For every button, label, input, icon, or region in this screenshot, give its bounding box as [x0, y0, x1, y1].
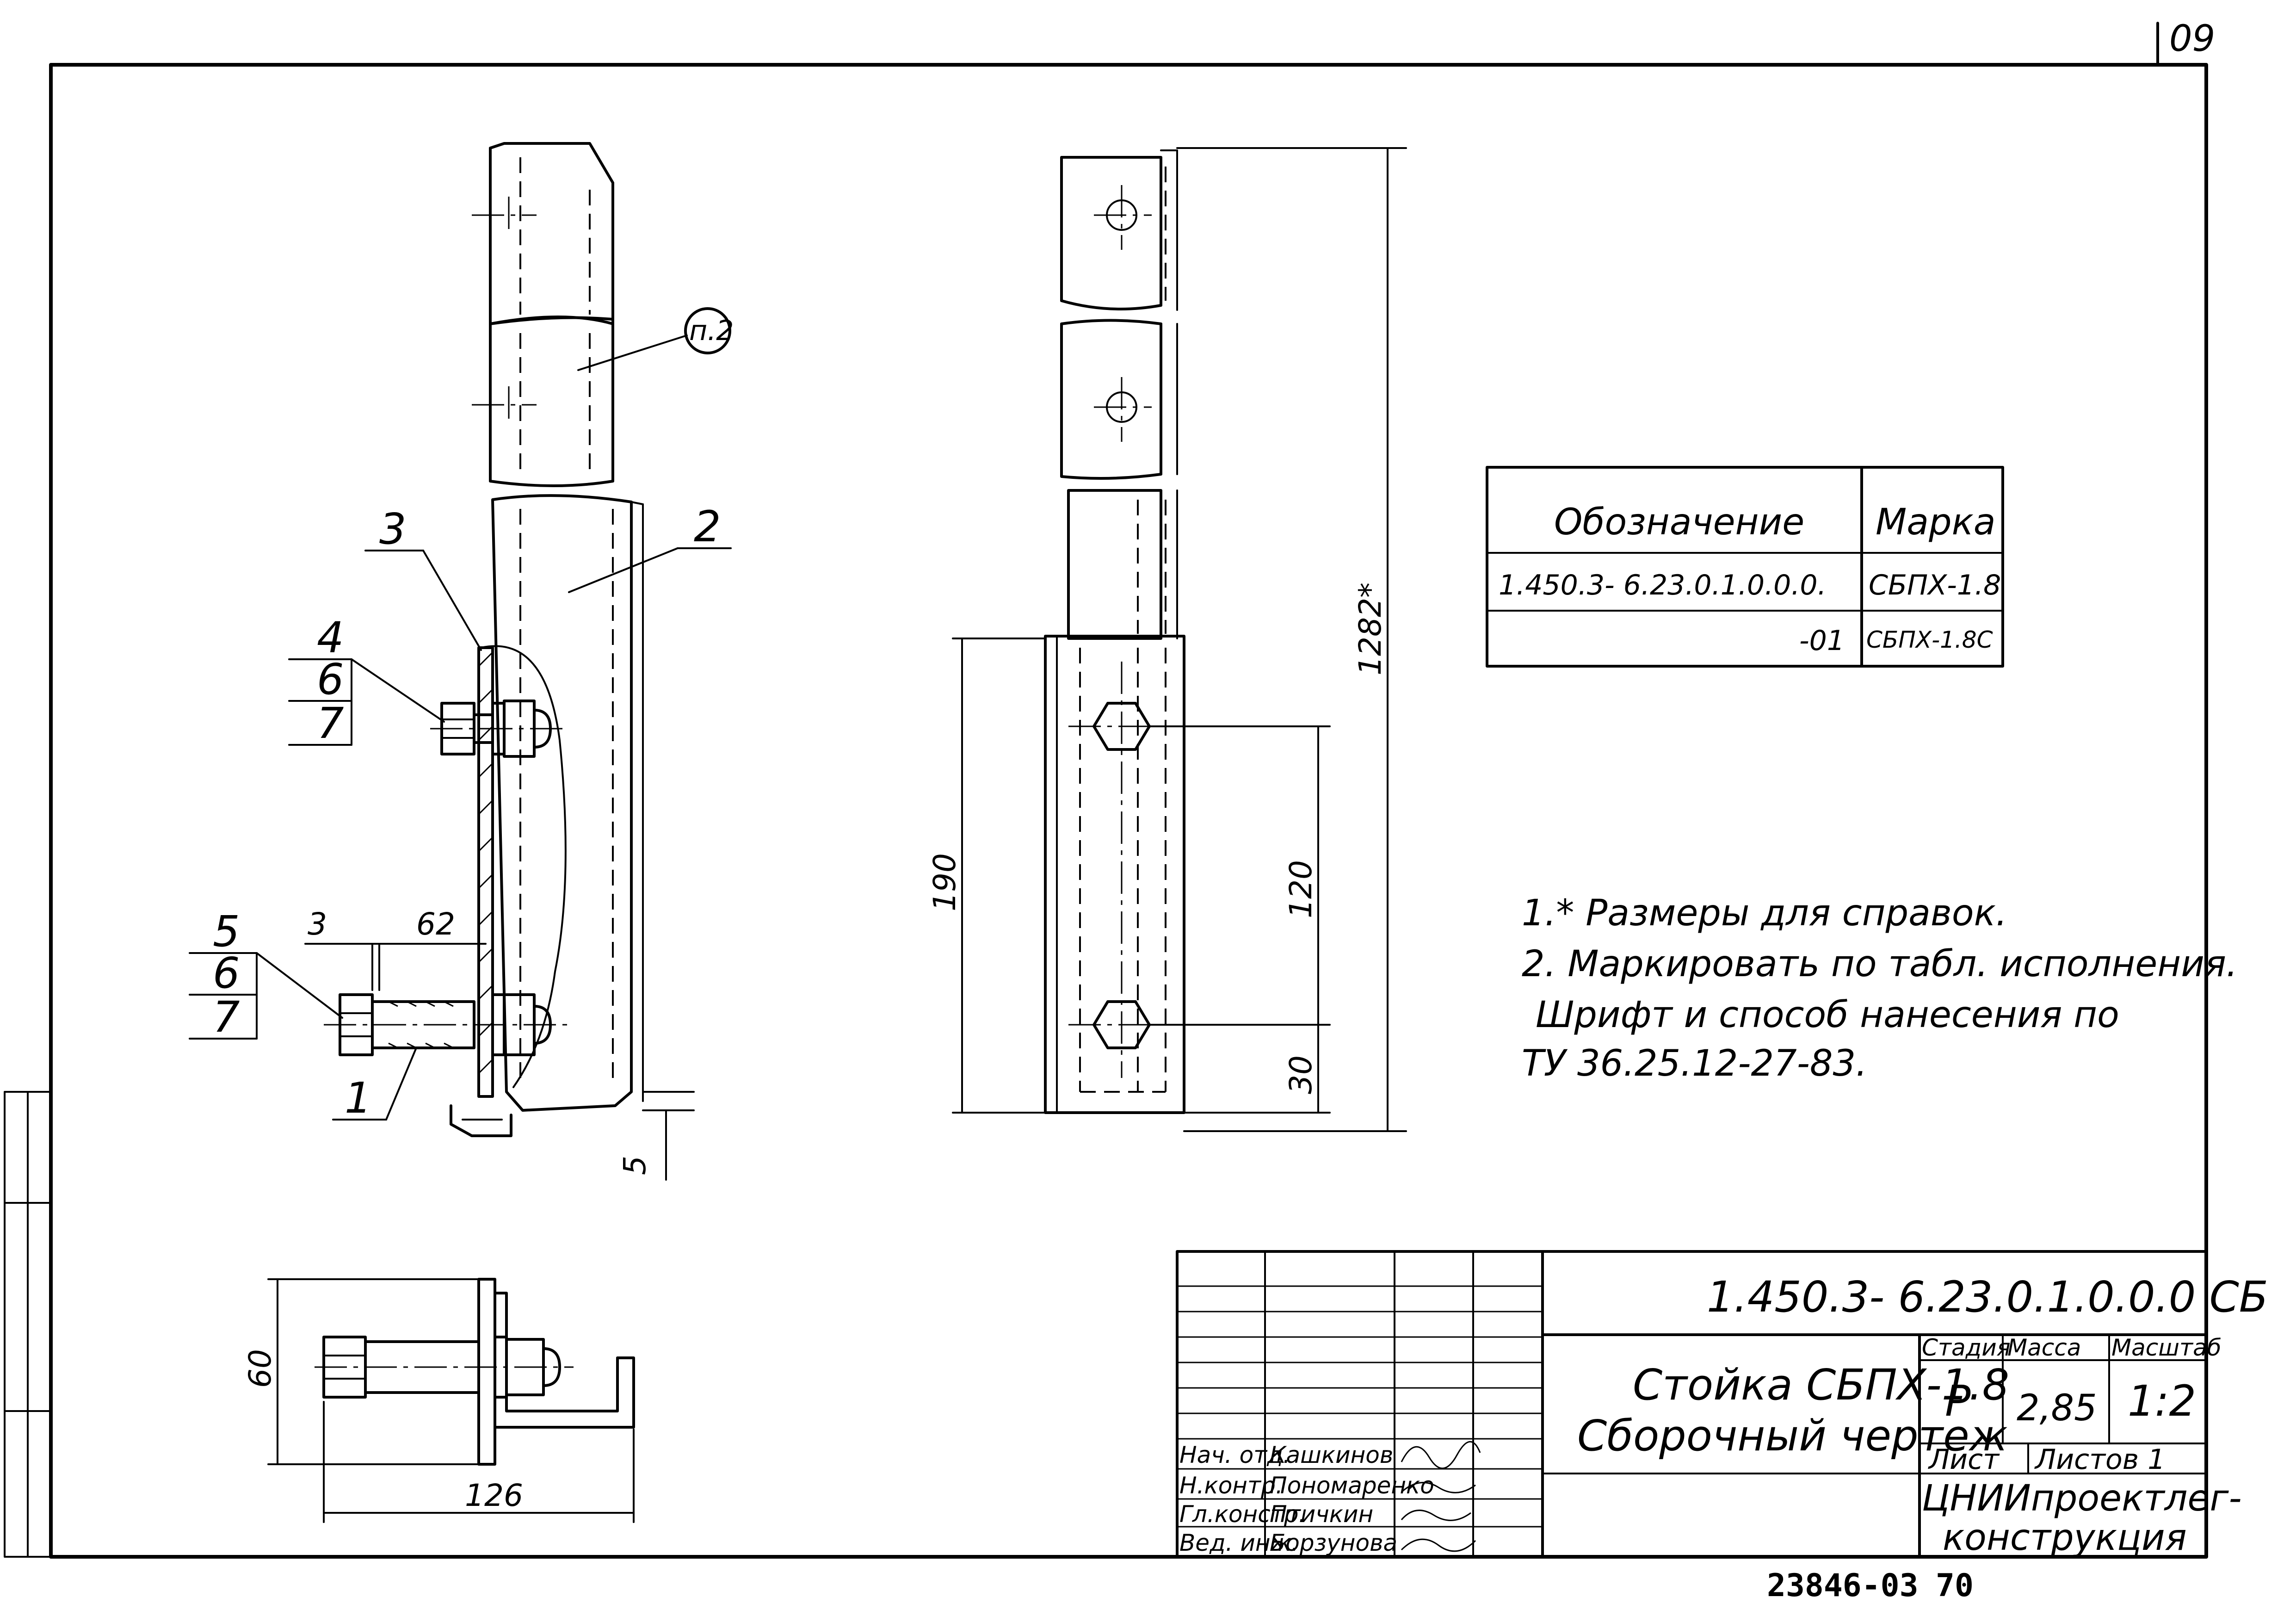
mass-label: Масса: [2007, 1334, 2081, 1361]
title-block: Нач. отд. Кашкинов Н.контр. Пономаренко …: [1176, 1250, 2268, 1559]
side-view: п.2: [189, 142, 734, 1181]
dim-60: 60: [242, 1349, 278, 1388]
part-balloon: [684, 307, 731, 354]
upper-bolt: [430, 700, 564, 758]
stage-label: Стадия: [1922, 1334, 2011, 1361]
signature-role-0: Нач. отд.: [1179, 1442, 1290, 1468]
title-line-1: Стойка СБПХ-1.8: [1633, 1360, 2009, 1410]
table-cell-designation-0: 1.450.3- 6.23.0.1.0.0.0.: [1499, 569, 1827, 601]
dim-5: 5: [617, 1156, 653, 1175]
mass-value: 2,85: [2017, 1387, 2097, 1429]
signature-role-1: Н.контр.: [1179, 1472, 1283, 1499]
part-number-5: 5: [213, 907, 240, 956]
stage-value: Р: [1945, 1376, 1971, 1426]
signature-scribble-3: [1401, 1538, 1476, 1552]
document-code: 1.450.3- 6.23.0.1.0.0.0 СБ: [1707, 1272, 2268, 1322]
archive-number: 23846-03: [1767, 1567, 1919, 1604]
dim-190: 190: [927, 853, 963, 911]
table-cell-mark-0: СБПХ-1.8: [1869, 569, 2001, 601]
part-number-7a: 7: [317, 699, 344, 748]
part-number-4: 4: [317, 613, 344, 662]
part-number-7b: 7: [213, 992, 240, 1042]
signature-role-3: Вед. инж.: [1179, 1529, 1299, 1556]
organization-line-2: конструкция: [1943, 1517, 2187, 1559]
signature-scribble-2: [1401, 1510, 1471, 1521]
sheet-frame: 09: [4, 18, 2215, 1559]
part-number-6b: 6: [213, 948, 240, 998]
dim-126: 126: [465, 1478, 523, 1513]
table-cell-designation-1: -01: [1799, 625, 1845, 657]
signature-name-2: Птичкин: [1270, 1501, 1373, 1528]
table-cell-mark-1: СБПХ-1.8С: [1866, 626, 1993, 653]
bracket-hatch: [478, 651, 494, 1074]
signature-name-3: Борзунова: [1270, 1529, 1397, 1556]
title-line-2: Сборочный чертеж: [1577, 1411, 2008, 1461]
lower-bolt: [324, 993, 569, 1056]
note-line-3: Шрифт и способ нанесения по: [1536, 994, 2119, 1036]
dim-62: 62: [416, 906, 455, 942]
sheets-label: Листов 1: [2034, 1443, 2165, 1476]
dim-3: 3: [308, 906, 327, 942]
drawing-notes: 1.* Размеры для справок. 2. Маркировать …: [1522, 892, 2238, 1084]
note-line-1: 1.* Размеры для справок.: [1522, 892, 2007, 934]
part-number-3: 3: [379, 504, 407, 554]
designation-table: Обозначение Марка 1.450.3- 6.23.0.1.0.0.…: [1486, 466, 2004, 668]
table-header-designation: Обозначение: [1554, 502, 1804, 543]
dim-30: 30: [1283, 1055, 1319, 1094]
scale-value: 1:2: [2128, 1376, 2196, 1426]
note-line-2: 2. Маркировать по табл. исполнения.: [1522, 943, 2238, 985]
front-view: 1282* 190 120 30: [927, 147, 1407, 1132]
note-line-4: ТУ 36.25.12-27-83.: [1522, 1043, 1867, 1084]
page-number: 70: [1936, 1567, 1974, 1604]
top-view: 60 126: [242, 1278, 635, 1523]
sheet-label: Лист: [1928, 1443, 2000, 1476]
scale-label: Масштаб: [2111, 1334, 2222, 1361]
signature-name-1: Пономаренко: [1270, 1472, 1434, 1499]
table-header-mark: Марка: [1876, 502, 1996, 543]
dim-1282: 1282*: [1352, 582, 1388, 675]
balloon-label: п.2: [689, 315, 734, 347]
corner-note: 09: [2169, 18, 2215, 60]
signature-scribble-0: [1401, 1441, 1481, 1469]
part-number-1: 1: [345, 1073, 372, 1123]
part-number-6a: 6: [317, 655, 344, 704]
signature-name-0: Кашкинов: [1270, 1442, 1393, 1468]
signature-scribble-1: [1401, 1482, 1476, 1493]
dim-120: 120: [1283, 860, 1319, 918]
organization-line-1: ЦНИИпроектлег-: [1922, 1478, 2242, 1519]
part-number-2: 2: [694, 502, 721, 551]
signature-role-2: Гл.констр.: [1179, 1501, 1306, 1528]
